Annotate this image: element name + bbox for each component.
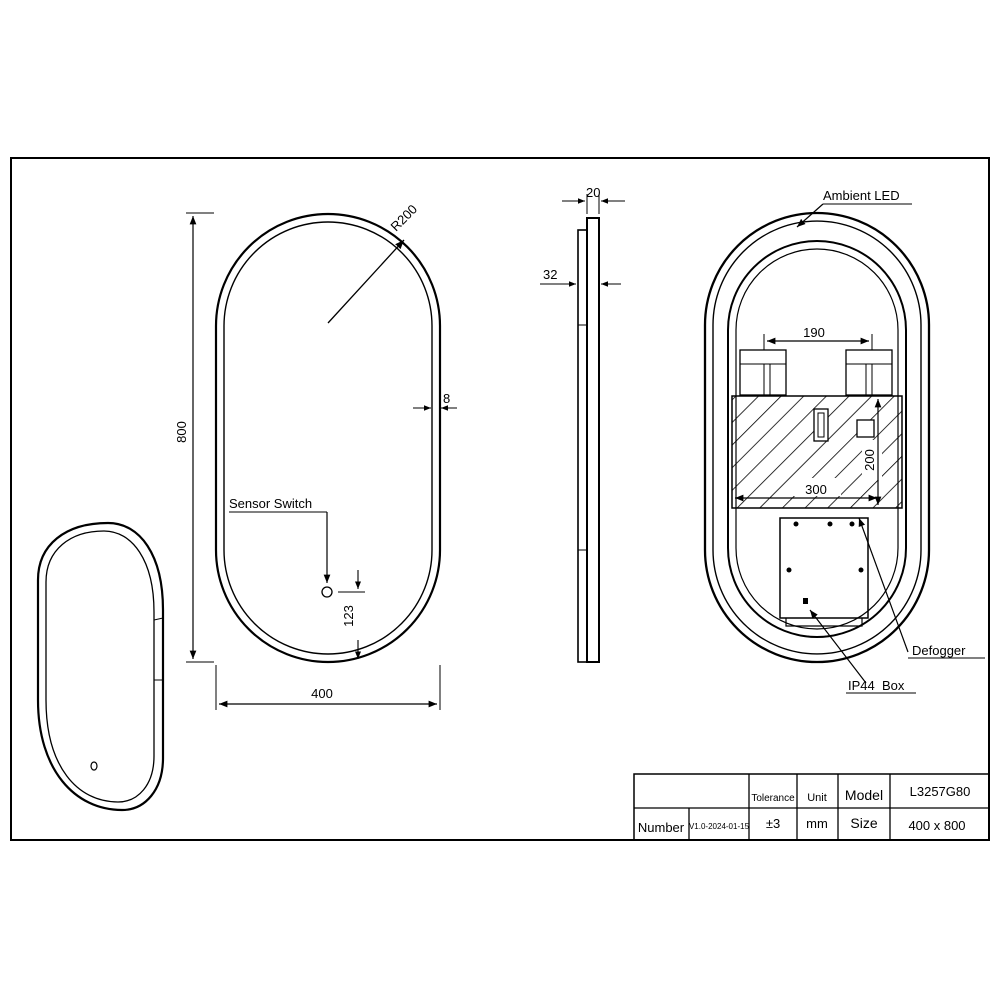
mounting-bracket-left: [739, 349, 787, 396]
bracket-spacing-label: 190: [803, 325, 825, 340]
unit-header: Unit: [807, 792, 827, 804]
ambient-led-label: Ambient LED: [823, 188, 900, 203]
drawing-border: [10, 157, 990, 841]
title-block: Tolerance Unit Model L3257G80 Number V1.…: [633, 773, 990, 841]
perspective-view: [36, 521, 165, 812]
size-header: Size: [850, 815, 877, 831]
sensor-offset-label: 123: [341, 605, 356, 627]
front-view: R200 800 400 8 Sensor Switch 123: [174, 202, 457, 710]
number-value: V1.0-2024-01-15: [689, 822, 750, 831]
defogger-width-label: 300: [805, 482, 827, 497]
radius-label: R200: [388, 202, 421, 235]
mirror-frame: [223, 221, 433, 655]
ip44-box: [779, 517, 869, 627]
defogger-height-label: 200: [862, 449, 877, 471]
back-view: Ambient LED 190 300: [703, 188, 985, 694]
tolerance-header: Tolerance: [751, 793, 795, 804]
mounting-bracket-right: [845, 349, 893, 396]
defogger-label: Defogger: [912, 643, 966, 658]
size-value: 400 x 800: [908, 818, 965, 833]
back-outline: [703, 211, 931, 664]
unit-value: mm: [806, 816, 828, 831]
ambient-led-strip: [727, 240, 907, 638]
sensor-switch-icon: [321, 586, 333, 598]
frame-width-label: 8: [443, 391, 450, 406]
sensor-switch-label: Sensor Switch: [229, 496, 312, 511]
model-header: Model: [845, 787, 883, 803]
tolerance-value: ±3: [766, 816, 780, 831]
width-label: 400: [311, 686, 333, 701]
side-view: 20 32: [540, 185, 625, 663]
model-value: L3257G80: [910, 784, 971, 799]
number-label: Number: [638, 820, 685, 835]
sensor-icon: [90, 761, 98, 771]
depth-label: 20: [586, 185, 600, 200]
mirror-outline: [214, 212, 442, 664]
ip44-box-label: IP44 Box: [848, 678, 905, 693]
height-label: 800: [174, 421, 189, 443]
total-depth-label: 32: [543, 267, 557, 282]
